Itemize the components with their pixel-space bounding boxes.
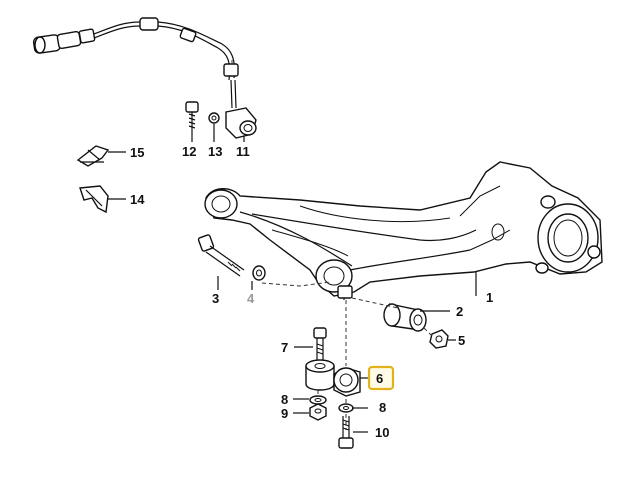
clip-drawing-15 xyxy=(76,145,110,167)
bolt-drawing-3 xyxy=(197,234,266,281)
bushing-drawing-2 xyxy=(383,303,427,332)
callout-8-left[interactable]: 8 xyxy=(281,392,288,407)
nut-drawing-5 xyxy=(429,329,449,349)
callout-2[interactable]: 2 xyxy=(456,304,463,319)
callout-7[interactable]: 7 xyxy=(281,340,288,355)
callout-12[interactable]: 12 xyxy=(182,144,196,159)
callout-4[interactable]: 4 xyxy=(247,291,255,306)
callout-3[interactable]: 3 xyxy=(212,291,219,306)
sensor-cable-drawing xyxy=(32,17,239,109)
callout-6[interactable]: 6 xyxy=(376,371,383,386)
callout-8-right[interactable]: 8 xyxy=(379,400,386,415)
callout-labels: 15 14 12 13 11 3 4 2 1 5 7 6 8 9 8 10 xyxy=(130,144,493,440)
callout-15[interactable]: 15 xyxy=(130,145,144,160)
callout-6-highlight xyxy=(367,365,395,391)
callout-9[interactable]: 9 xyxy=(281,406,288,421)
callout-1[interactable]: 1 xyxy=(486,290,493,305)
bracket-assembly-drawing xyxy=(305,327,361,449)
callout-5[interactable]: 5 xyxy=(458,333,465,348)
abs-sensor-drawing xyxy=(185,101,257,139)
callout-14[interactable]: 14 xyxy=(130,192,145,207)
callout-10[interactable]: 10 xyxy=(375,425,389,440)
leader-lines xyxy=(108,124,477,433)
clip-drawing-14 xyxy=(79,185,109,214)
control-arm-drawing xyxy=(204,161,603,300)
callout-13[interactable]: 13 xyxy=(208,144,222,159)
callout-11[interactable]: 11 xyxy=(236,144,250,159)
